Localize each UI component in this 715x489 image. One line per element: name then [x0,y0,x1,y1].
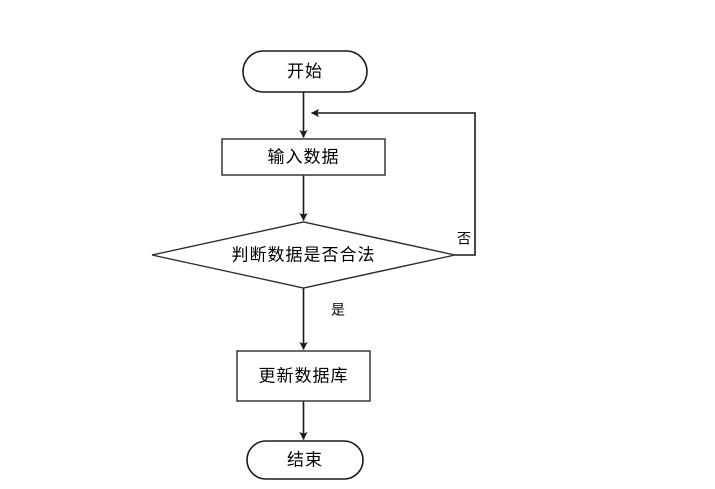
node-update-label: 更新数据库 [259,366,349,385]
edge-decision-yes-to-update: 是 [299,288,345,350]
node-end[interactable]: 结束 [246,440,364,480]
node-decision[interactable]: 判断数据是否合法 [151,221,456,289]
edge-label-yes: 是 [331,302,345,318]
edge-label-no: 否 [457,231,471,247]
node-start[interactable]: 开始 [242,50,368,93]
node-decision-label: 判断数据是否合法 [232,245,376,264]
node-end-label: 结束 [287,450,323,469]
node-input-label: 输入数据 [268,147,340,166]
node-start-label: 开始 [287,62,323,81]
edge-decision-no-to-input: 否 [311,108,476,256]
node-input[interactable]: 输入数据 [221,138,386,176]
node-update[interactable]: 更新数据库 [236,350,371,402]
